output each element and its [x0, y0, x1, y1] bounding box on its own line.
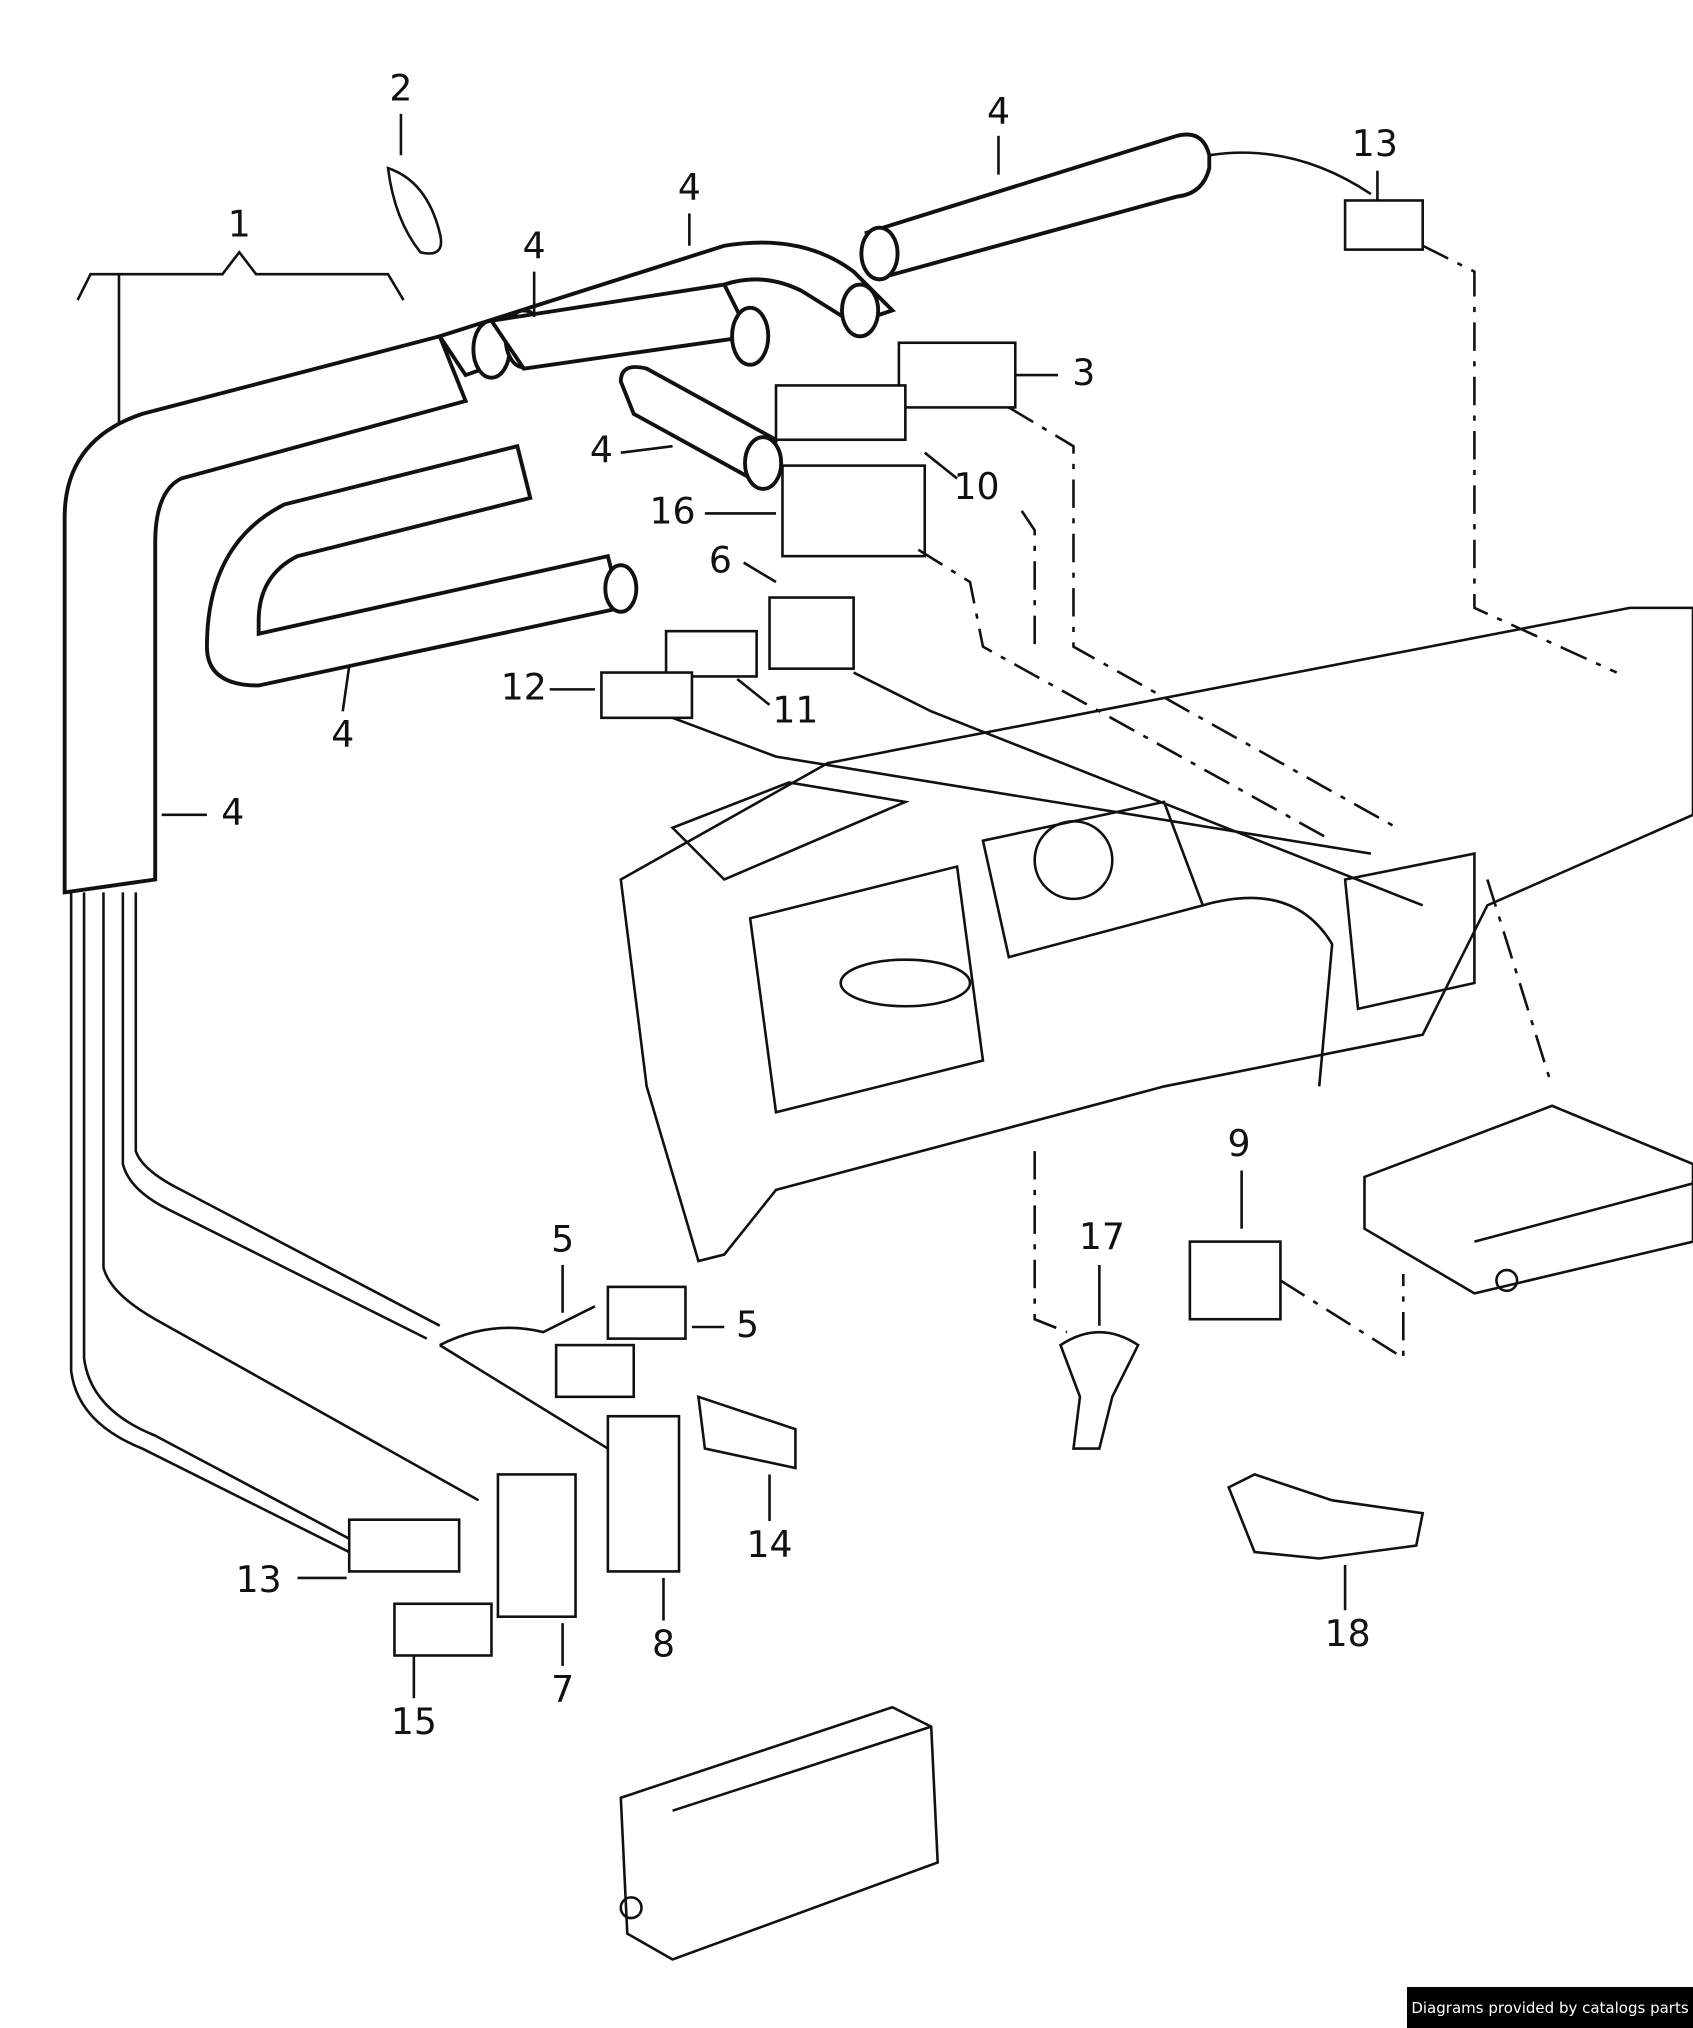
relay-base-8 [606, 1414, 681, 1573]
callout-15: 15 [391, 1700, 437, 1743]
connector-13-top [1343, 199, 1424, 251]
callout-5: 5 [551, 1218, 574, 1261]
group-bracket-1 [76, 250, 405, 301]
connector-16 [781, 464, 927, 558]
label-leaders [161, 113, 1379, 1699]
callout-4: 4 [678, 166, 701, 209]
connector-11 [664, 629, 758, 678]
callout-13: 13 [1352, 122, 1398, 165]
callout-4: 4 [523, 224, 546, 267]
callout-10: 10 [953, 465, 999, 508]
relay-base-7 [496, 1473, 577, 1618]
callout-9: 9 [1228, 1122, 1251, 1165]
credit-badge: Diagrams provided by catalogs parts [1407, 1987, 1693, 2028]
connector-5b [554, 1343, 636, 1399]
connector-6 [768, 596, 855, 670]
callout-7: 7 [551, 1668, 574, 1711]
callout-18: 18 [1325, 1612, 1371, 1655]
callout-4: 4 [590, 429, 613, 472]
callout-13: 13 [236, 1558, 282, 1601]
connector-3 [897, 341, 1017, 409]
connector-13-bottom [347, 1518, 461, 1573]
callout-4: 4 [331, 713, 354, 756]
leader-dashes [672, 244, 1618, 1361]
connector-12 [600, 671, 694, 720]
callout-16: 16 [650, 489, 696, 532]
bracket-9 [1188, 1240, 1282, 1321]
callout-2: 2 [389, 67, 412, 110]
callout-6: 6 [709, 539, 732, 582]
callout-8: 8 [652, 1622, 675, 1665]
fuse-relay-box [619, 1705, 940, 1961]
callout-3: 3 [1072, 351, 1095, 394]
connector-14 [696, 1394, 797, 1470]
radio-unit [1363, 1104, 1693, 1295]
clip-17 [1058, 1330, 1140, 1450]
cable-tie [386, 166, 443, 255]
callout-4: 4 [221, 791, 244, 834]
callout-1: 1 [228, 202, 251, 245]
holder-18 [1227, 1473, 1425, 1560]
callout-14: 14 [747, 1523, 793, 1566]
connector-10 [774, 384, 907, 442]
dashboard [619, 606, 1693, 1263]
callout-12: 12 [501, 665, 547, 708]
main-harness [62, 132, 1372, 1554]
callout-4: 4 [987, 90, 1010, 133]
callout-17: 17 [1079, 1215, 1125, 1258]
connector-15 [393, 1602, 493, 1657]
connector-5a [606, 1285, 687, 1340]
callout-5: 5 [736, 1303, 759, 1346]
callout-11: 11 [772, 689, 818, 732]
